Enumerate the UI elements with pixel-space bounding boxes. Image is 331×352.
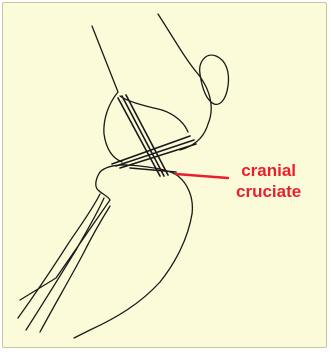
fibula-front [18,194,100,318]
tibia-plateau [100,165,192,214]
tibia-anterior [74,214,192,338]
patella [200,55,229,104]
label-line-1: cranial [236,160,301,181]
tibia-posterior [20,172,110,300]
cruciate-ligaments [112,95,196,176]
cranial-cruciate-label: cranial cruciate [236,160,301,202]
label-pointer [176,174,228,178]
shaft-inner [40,206,110,332]
femur-outline [92,26,122,162]
femur-outline-posterior [158,14,211,150]
label-line-2: cruciate [236,181,301,202]
